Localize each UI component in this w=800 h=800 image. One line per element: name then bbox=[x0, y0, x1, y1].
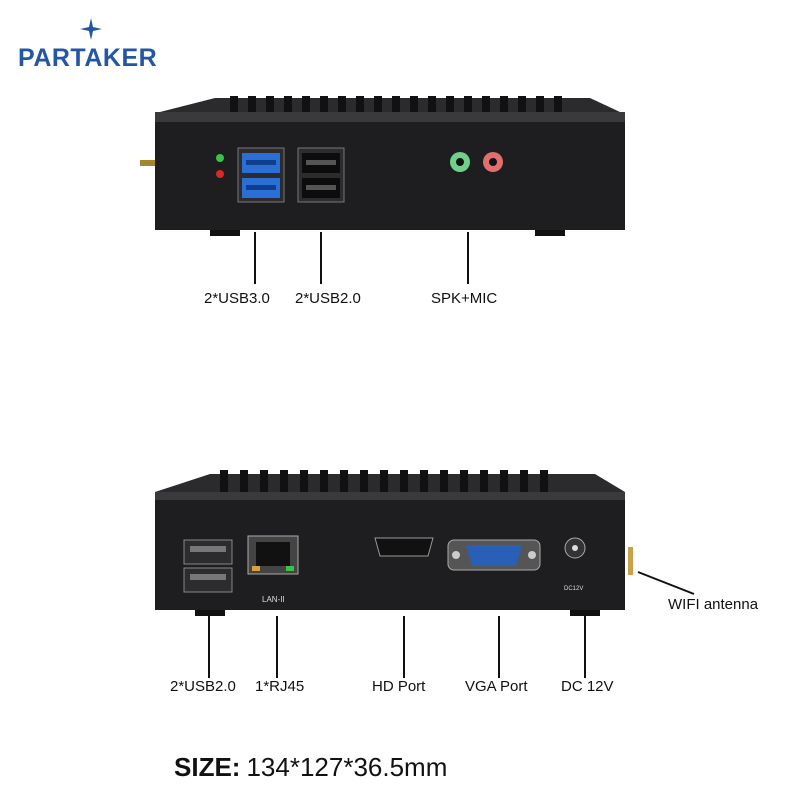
label-rj45: 1*RJ45 bbox=[255, 678, 305, 695]
rj45-port[interactable] bbox=[247, 535, 299, 575]
antenna-connector bbox=[628, 547, 633, 575]
logo-text: PARTAKER bbox=[18, 44, 158, 72]
hd-port[interactable] bbox=[374, 537, 434, 557]
usb3-leader-line bbox=[254, 232, 256, 284]
vga-leader-line bbox=[498, 616, 500, 678]
dc-mark: DC12V bbox=[564, 586, 583, 592]
label-usb2-front: 2*USB2.0 bbox=[295, 290, 361, 307]
star-icon bbox=[80, 18, 102, 40]
label-usb2-rear: 2*USB2.0 bbox=[170, 678, 236, 695]
hdd-led bbox=[216, 170, 224, 178]
usb2-leader-line bbox=[320, 232, 322, 284]
rear-device-image: LAN-II DC12V bbox=[140, 462, 640, 622]
dc-leader-line bbox=[584, 616, 586, 678]
usb3-ports[interactable] bbox=[237, 147, 285, 203]
audio-leader-line bbox=[467, 232, 469, 284]
wifi-leader-line bbox=[637, 571, 695, 595]
speaker-jack[interactable] bbox=[450, 152, 470, 172]
label-vga-port: VGA Port bbox=[465, 678, 528, 695]
lan-mark: LAN-II bbox=[262, 595, 285, 604]
heatsink-fins bbox=[160, 96, 620, 112]
brand-logo: PARTAKER bbox=[18, 18, 168, 78]
front-device-image bbox=[140, 90, 640, 250]
rj45-leader-line bbox=[276, 616, 278, 678]
rear-usb-leader-line bbox=[208, 616, 210, 678]
dc-jack[interactable] bbox=[564, 537, 586, 559]
vga-port[interactable] bbox=[447, 539, 541, 571]
heatsink-fins bbox=[155, 470, 625, 492]
hd-leader-line bbox=[403, 616, 405, 678]
usb2-ports-rear[interactable] bbox=[183, 539, 233, 593]
label-hd-port: HD Port bbox=[372, 678, 426, 695]
mic-jack[interactable] bbox=[483, 152, 503, 172]
label-dc: DC 12V bbox=[561, 678, 614, 695]
label-wifi: WIFI antenna bbox=[668, 596, 759, 613]
label-usb3: 2*USB3.0 bbox=[204, 290, 270, 307]
power-led bbox=[216, 154, 224, 162]
size-spec: SIZE:134*127*36.5mm bbox=[174, 752, 447, 783]
usb2-ports-front[interactable] bbox=[297, 147, 345, 203]
label-audio: SPK+MIC bbox=[431, 290, 498, 307]
size-value: 134*127*36.5mm bbox=[246, 752, 448, 782]
size-key: SIZE: bbox=[174, 752, 241, 782]
